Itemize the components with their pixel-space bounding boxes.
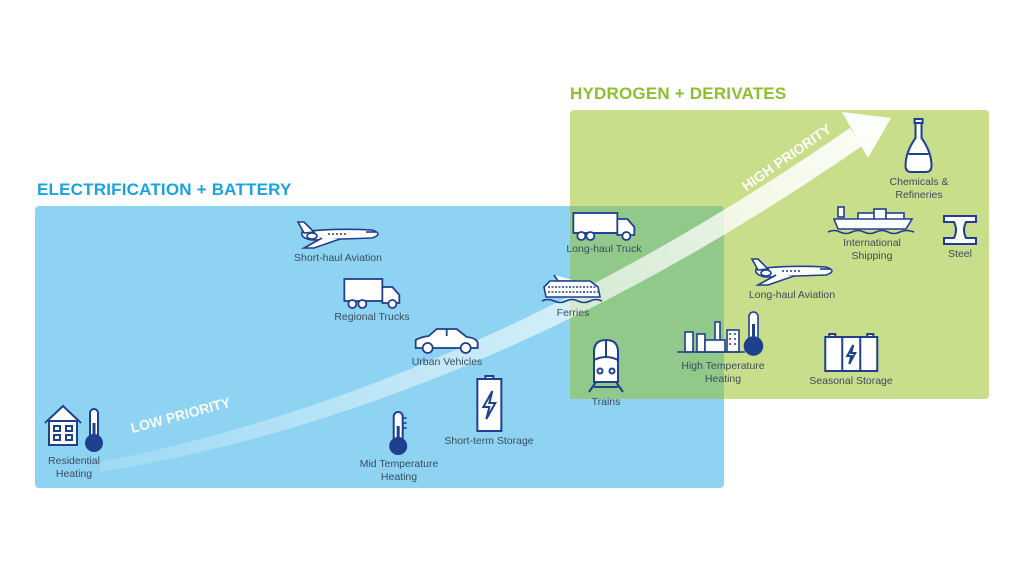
item-label: Trains bbox=[591, 396, 621, 408]
battery-pack-icon bbox=[823, 333, 878, 372]
car-icon bbox=[415, 328, 479, 354]
item-regional-trucks: Regional Trucks bbox=[334, 277, 410, 324]
flask-icon bbox=[904, 118, 934, 173]
truck-icon bbox=[343, 278, 400, 309]
item-label: Residential Heating bbox=[48, 455, 100, 480]
item-urban-vehicles: Urban Vehicles bbox=[411, 326, 483, 369]
train-icon bbox=[588, 338, 624, 393]
item-ferries: Ferries bbox=[540, 273, 606, 320]
item-label: Short-term Storage bbox=[444, 435, 534, 447]
steel-beam-icon bbox=[943, 215, 977, 245]
airplane-icon bbox=[750, 258, 833, 286]
thermometer-icon bbox=[389, 411, 408, 455]
item-label: Long-haul Aviation bbox=[748, 289, 836, 301]
item-label: Urban Vehicles bbox=[411, 356, 483, 368]
airplane-icon bbox=[296, 221, 379, 249]
item-long-haul-truck: Long-haul Truck bbox=[566, 211, 642, 256]
item-label: Chemicals & Refineries bbox=[889, 176, 949, 201]
battery-icon bbox=[475, 375, 502, 432]
item-label: High Temperature Heating bbox=[681, 360, 765, 385]
item-label: Steel bbox=[948, 248, 972, 260]
ferry-icon bbox=[541, 274, 603, 304]
container-ship-icon bbox=[827, 206, 915, 235]
item-label: International Shipping bbox=[843, 237, 901, 262]
item-long-haul-aviation: Long-haul Aviation bbox=[746, 257, 838, 302]
electrification-title: ELECTRIFICATION + BATTERY bbox=[37, 180, 292, 199]
item-international-shipping: International Shipping bbox=[826, 205, 918, 263]
item-chemicals-refineries: Chemicals & Refineries bbox=[889, 118, 949, 202]
item-high-temperature-heating: High Temperature Heating bbox=[677, 310, 769, 386]
item-seasonal-storage: Seasonal Storage bbox=[809, 333, 893, 388]
hydrogen-title: HYDROGEN + DERIVATES bbox=[570, 84, 787, 103]
item-label: Long-haul Truck bbox=[566, 243, 642, 255]
item-label: Short-haul Aviation bbox=[294, 252, 382, 264]
item-label: Seasonal Storage bbox=[809, 375, 893, 387]
item-steel: Steel bbox=[942, 214, 978, 261]
item-residential-heating: Residential Heating bbox=[42, 403, 106, 481]
item-label: Regional Trucks bbox=[334, 311, 410, 323]
item-label: Ferries bbox=[556, 307, 590, 319]
item-short-term-storage: Short-term Storage bbox=[444, 375, 534, 448]
item-label: Mid Temperature Heating bbox=[359, 458, 439, 483]
factory-thermometer-icon bbox=[677, 311, 764, 356]
item-short-haul-aviation: Short-haul Aviation bbox=[292, 220, 384, 265]
house-thermometer-icon bbox=[44, 404, 103, 452]
truck-icon bbox=[572, 212, 635, 241]
item-trains: Trains bbox=[586, 338, 626, 409]
item-mid-temperature-heating: Mid Temperature Heating bbox=[359, 410, 439, 484]
